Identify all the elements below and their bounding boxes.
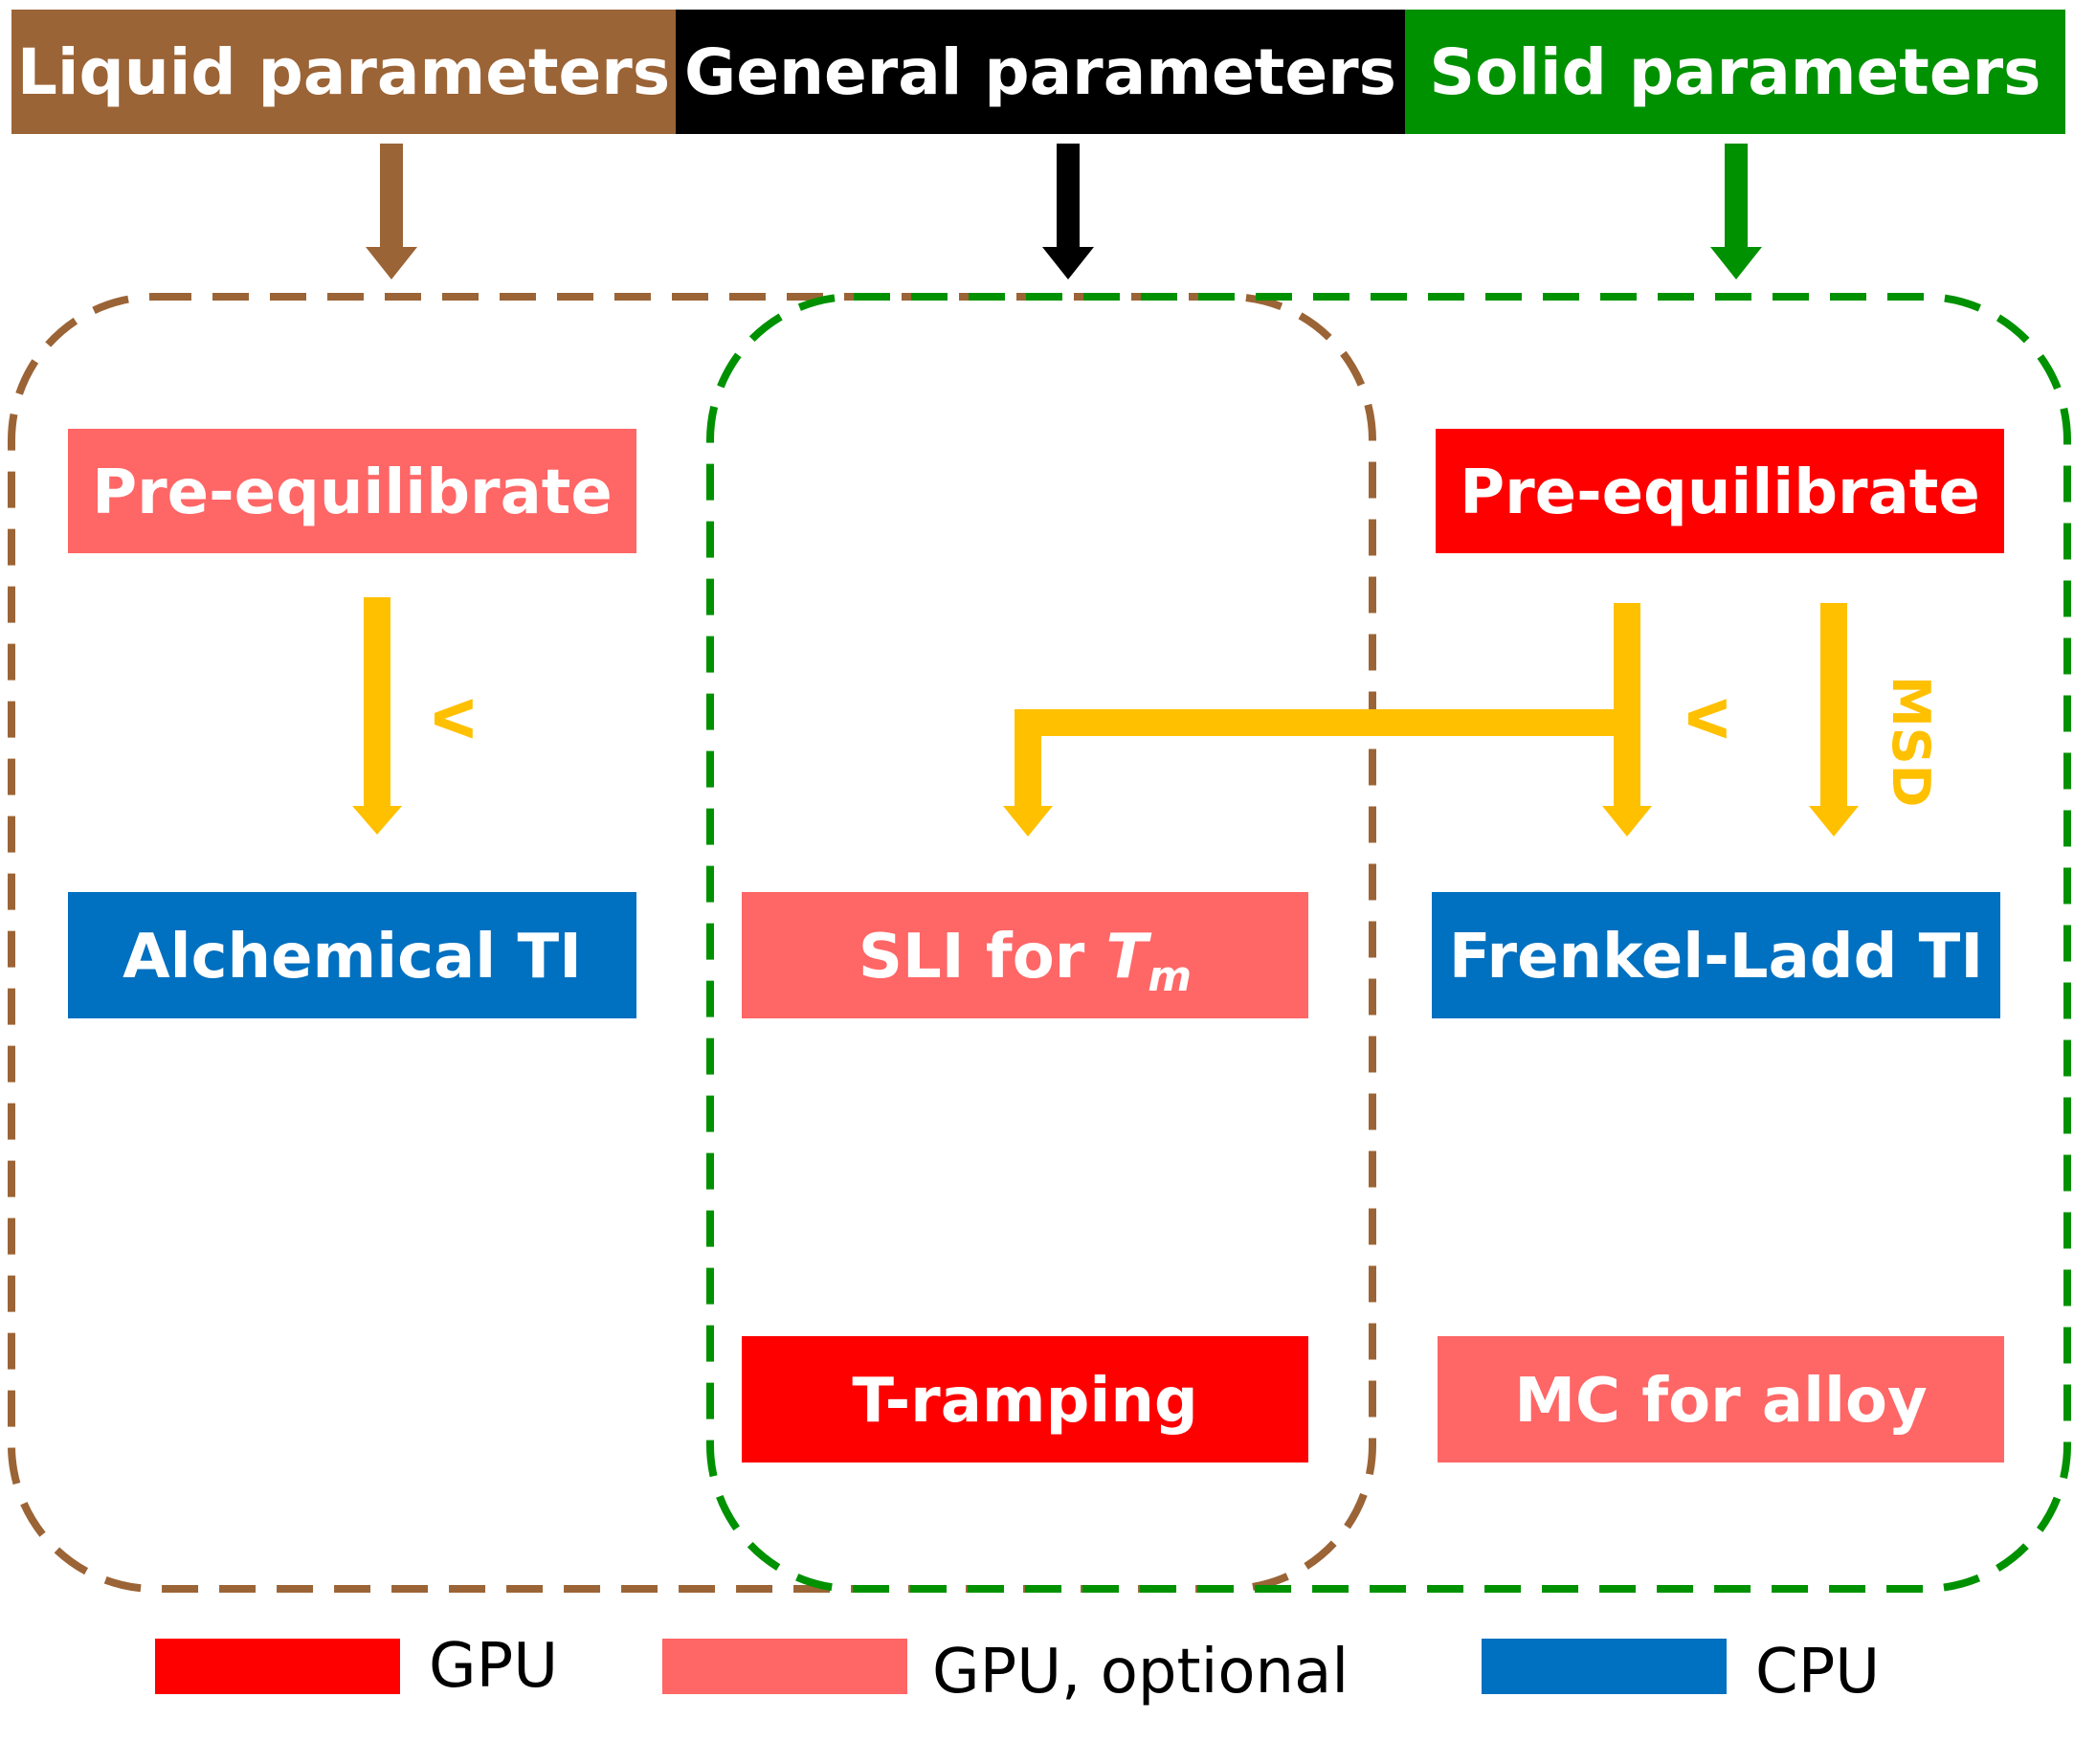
liquid-header-arrow bbox=[366, 144, 417, 279]
liquid-group-outline bbox=[8, 293, 1376, 1593]
frenkel-ladd-ti-box bbox=[1432, 892, 2000, 1018]
legend-gpu-label: GPU bbox=[429, 1631, 558, 1702]
frenkel-ladd-ti-label: Frenkel-Ladd TI bbox=[1449, 922, 1983, 993]
general-header-arrow bbox=[1042, 144, 1094, 279]
legend: GPU GPU, optional CPU bbox=[155, 1631, 1880, 1708]
solid-group-outline bbox=[706, 293, 2071, 1593]
pre-equilibrate-solid-box bbox=[1436, 429, 2004, 553]
sli-prefix: SLI for bbox=[859, 922, 1106, 993]
alchemical-ti-box bbox=[68, 892, 636, 1018]
liquid-header-bar bbox=[11, 10, 676, 134]
legend-gpu-swatch bbox=[155, 1639, 400, 1694]
solid-header-bar bbox=[1405, 10, 2065, 134]
sli-for-tm-box bbox=[742, 892, 1308, 1018]
legend-gpu-optional-label: GPU, optional bbox=[932, 1637, 1349, 1708]
solid-v-arrow bbox=[1602, 603, 1652, 837]
liquid-v-arrow bbox=[352, 597, 402, 835]
pre-equilibrate-liquid-label: Pre-equilibrate bbox=[92, 458, 613, 528]
alchemical-ti-label: Alchemical TI bbox=[123, 922, 582, 993]
pre-equilibrate-liquid-box bbox=[68, 429, 636, 553]
msd-arrow bbox=[1809, 603, 1859, 837]
branch-arrow-to-sli bbox=[1003, 709, 1640, 837]
legend-cpu-label: CPU bbox=[1755, 1637, 1880, 1708]
t-ramping-label: T-ramping bbox=[852, 1366, 1197, 1437]
pre-equilibrate-solid-label: Pre-equilibrate bbox=[1460, 458, 1980, 528]
solid-header-label: Solid parameters bbox=[1430, 35, 2041, 109]
sli-m-subscript: m bbox=[1148, 952, 1192, 1001]
general-header-bar bbox=[676, 10, 1405, 134]
legend-gpu-optional-swatch bbox=[662, 1639, 907, 1694]
t-ramping-box bbox=[742, 1336, 1308, 1463]
solid-v-label: V bbox=[1676, 699, 1736, 739]
liquid-v-label: V bbox=[422, 699, 482, 739]
mc-for-alloy-box bbox=[1438, 1336, 2004, 1463]
sli-for-tm-label: SLI for Tm bbox=[859, 922, 1192, 1001]
liquid-header-label: Liquid parameters bbox=[17, 35, 670, 109]
general-header-label: General parameters bbox=[684, 35, 1396, 109]
mc-for-alloy-label: MC for alloy bbox=[1514, 1366, 1927, 1437]
sli-T: T bbox=[1106, 922, 1152, 993]
legend-cpu-swatch bbox=[1482, 1639, 1727, 1694]
solid-header-arrow bbox=[1710, 144, 1762, 279]
msd-label: MSD bbox=[1881, 676, 1941, 807]
